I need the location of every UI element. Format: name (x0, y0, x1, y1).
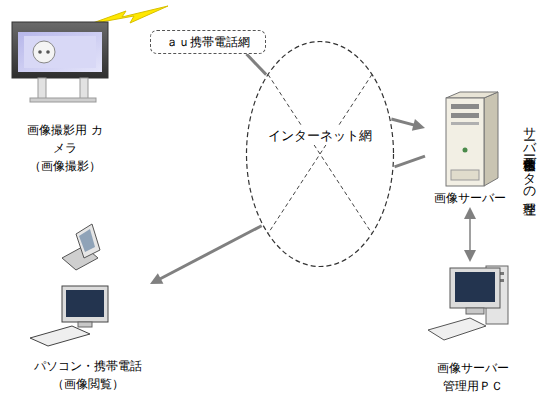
connector (391, 119, 425, 131)
camera-node: 画像撮影用 カメラ（画像撮影） (10, 18, 120, 178)
camera-illustration (12, 22, 108, 102)
pc-illustration (428, 266, 508, 340)
node-text: （画像閲覧） (25, 375, 150, 393)
connector-line (469, 217, 471, 252)
lightning-bolt (90, 6, 168, 24)
network-ellipse (247, 42, 394, 267)
connector-line (246, 54, 266, 75)
connector-line (391, 119, 415, 125)
ellipse-outline (245, 40, 395, 268)
node-text: （画像撮影） (10, 157, 120, 175)
connector-line (159, 226, 262, 280)
node-text: 画像サーバー 管理用ＰＣ (430, 359, 515, 395)
arrow-head (412, 119, 425, 131)
server-node: 画像サーバー (425, 92, 515, 207)
connector-line (395, 156, 425, 167)
network-box: ａｕ携帯電話網 (150, 30, 266, 54)
node-text: 画像撮影用 カメラ (25, 121, 105, 157)
arrow-head (464, 250, 476, 262)
node-text: パソコン・携帯電話 (25, 357, 150, 375)
admin-pc-node: 画像サーバー 管理用ＰＣ (410, 262, 535, 392)
dashed-cross (268, 74, 372, 233)
arrow-head (150, 273, 163, 284)
viewer-illustration (30, 224, 108, 346)
connector (150, 226, 262, 284)
node-text: インターネット網 (265, 127, 375, 145)
connector (395, 156, 425, 167)
viewer-node: パソコン・携帯電話（画像閲覧） (25, 222, 150, 392)
node-text: 画像サーバー (425, 189, 515, 207)
side-note: サーバー蓄積画像データの整理 (521, 118, 537, 193)
internet-ellipse: インターネット網 (245, 40, 395, 268)
dashed-cross (268, 74, 372, 233)
connector (464, 207, 476, 262)
arrow-head (464, 207, 476, 219)
server-illustration (446, 92, 498, 186)
connector (246, 54, 266, 75)
node-text: ａｕ携帯電話網 (151, 33, 265, 51)
